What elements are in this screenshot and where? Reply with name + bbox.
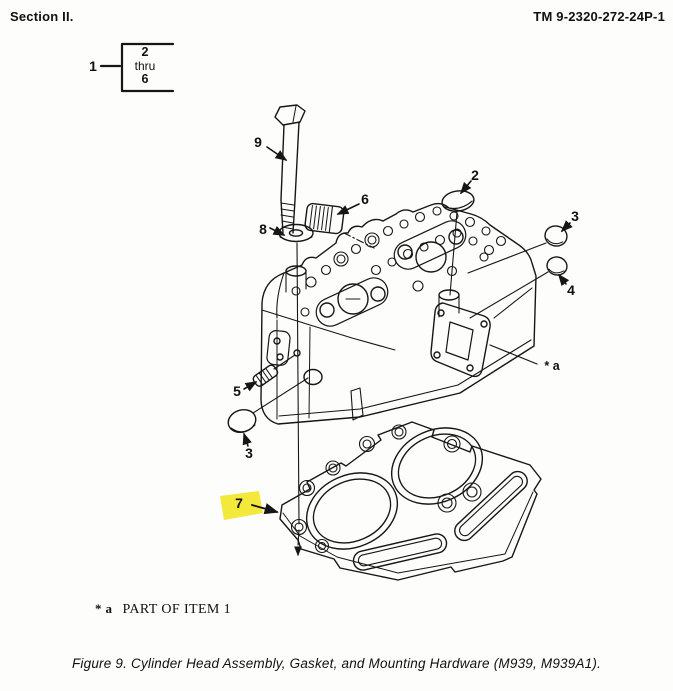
head-gasket-drawing [279,421,542,581]
cylinder-head-drawing [260,202,537,425]
item-group-bracket [99,42,175,93]
cup-plug-top-drawing [441,190,475,296]
cup-plug-right-lower-drawing [469,256,568,319]
cup-plug-left-drawing [227,377,309,434]
footnote-marker: * a [95,601,113,616]
callout-3-cup-plug-left: 3 [245,445,253,461]
item-range-top: 2 [141,45,149,59]
callout-9-bolt: 9 [254,134,262,150]
callout-4-cup-plug-right: 4 [567,282,575,298]
callout-6-pipe-plug: 6 [361,191,369,207]
item-range-bottom: 6 [141,71,149,86]
section-label: Section II. [10,9,74,24]
head-bolt-drawing [274,104,306,234]
callout-7-gasket-highlighted[interactable]: 7 [235,495,243,511]
pipe-plug-top-drawing [304,202,375,249]
tm-number: TM 9-2320-272-24P-1 [533,9,665,24]
callout-3-cup-plug-right: 3 [571,208,579,224]
callout-item-1: 1 [89,58,97,74]
cup-plug-right-upper-drawing [467,225,568,274]
callout-7-highlight [220,491,263,520]
item-range-mid: thru [134,58,156,73]
callout-5-pipe-plug-left: 5 [233,383,241,399]
item-range-box: 2 thru 6 [124,45,166,87]
figure-caption: Figure 9. Cylinder Head Assembly, Gasket… [71,656,602,671]
footnote-text: PART OF ITEM 1 [122,602,232,617]
washer-drawing [278,223,314,243]
assembly-ref-leader [489,344,538,365]
callout-a-head-assembly: * a [544,358,560,373]
footnote: * a PART OF ITEM 1 [95,601,231,618]
callout-8-washer: 8 [259,221,267,237]
callout-2-cup-plug: 2 [471,167,479,183]
pipe-plug-left-drawing [252,354,296,387]
callout-arrows [242,146,573,515]
